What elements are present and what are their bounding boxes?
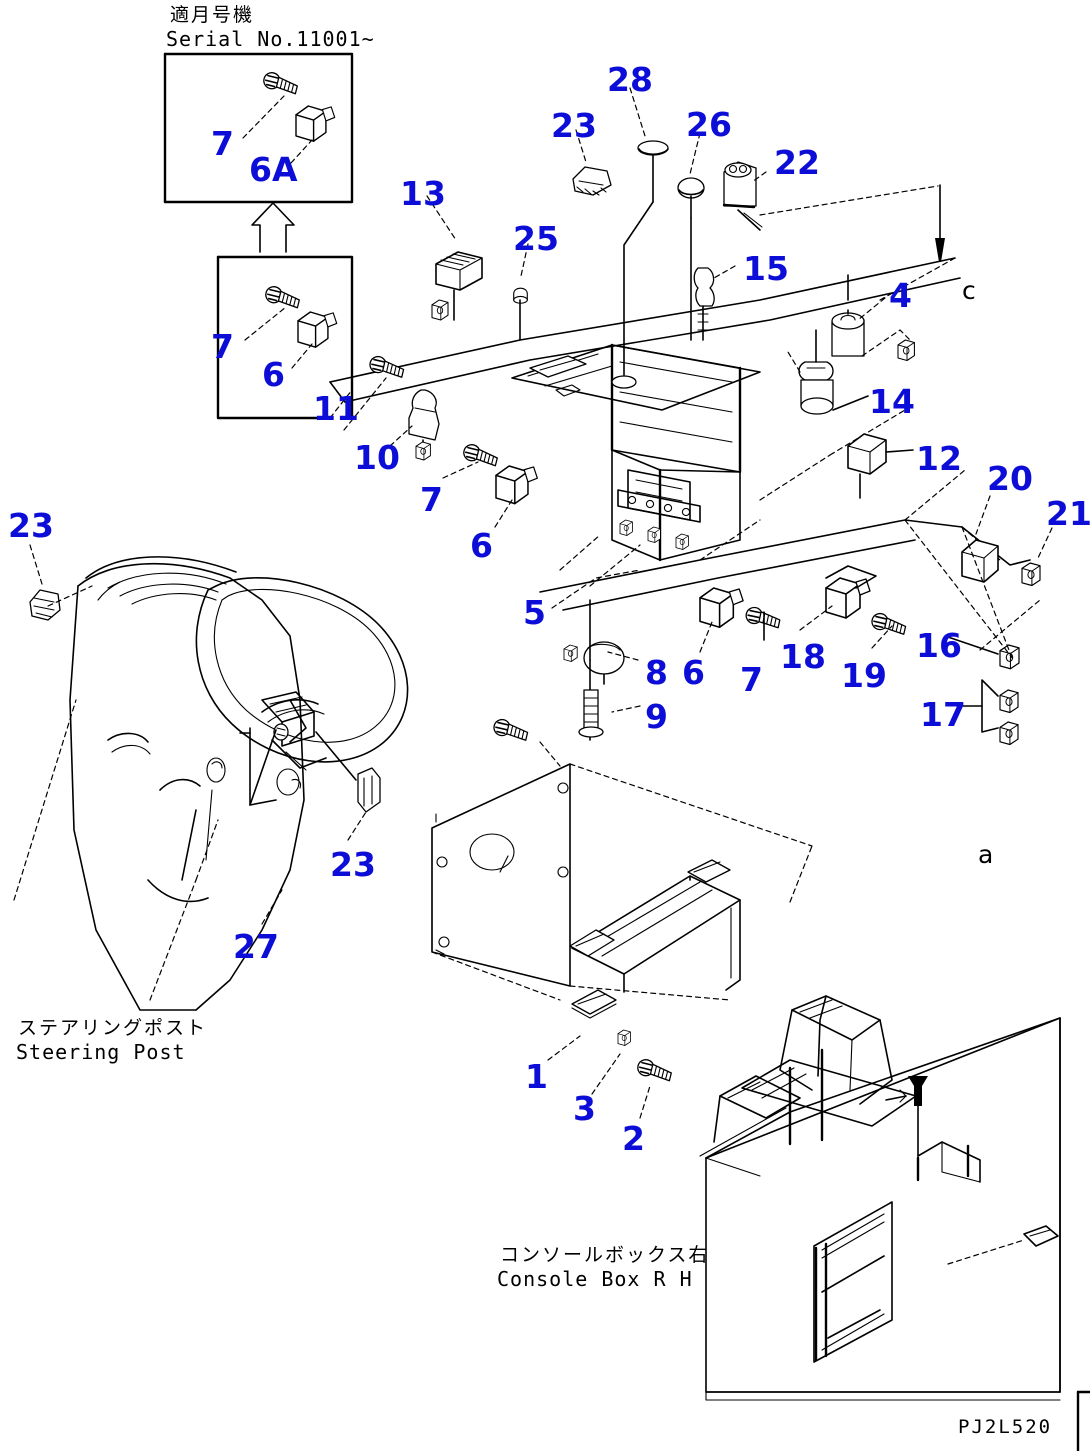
- caption-console-box-en: Console Box R H: [497, 1267, 693, 1291]
- callout-23: 23: [551, 106, 597, 145]
- callout-4: 4: [889, 276, 912, 315]
- drawing-number: PJ2L520: [958, 1416, 1053, 1438]
- callout-26: 26: [686, 105, 732, 144]
- callout-22: 22: [774, 143, 820, 182]
- callout-18: 18: [780, 637, 826, 676]
- callout-23: 23: [8, 506, 54, 545]
- callout-7: 7: [740, 660, 763, 699]
- callout-11: 11: [313, 389, 359, 428]
- callout-1: 1: [525, 1057, 548, 1096]
- caption-console-box-jp: コンソールボックス右: [500, 1244, 710, 1266]
- section-mark-a: a: [978, 840, 994, 869]
- callout-2: 2: [622, 1119, 645, 1158]
- callout-13: 13: [400, 174, 446, 213]
- caption-steering-post-en: Steering Post: [16, 1040, 186, 1064]
- callout-6A: 6A: [249, 150, 298, 189]
- serial-note-english: Serial No.11001~: [166, 27, 375, 51]
- serial-note-japanese: 適月号機: [170, 4, 255, 26]
- callout-19: 19: [841, 656, 887, 695]
- callout-9: 9: [645, 697, 668, 736]
- caption-steering-post-jp: ステアリングポスト: [18, 1017, 208, 1039]
- callout-17: 17: [920, 695, 966, 734]
- callout-3: 3: [573, 1089, 596, 1128]
- callout-16: 16: [916, 626, 962, 665]
- callout-28: 28: [607, 60, 653, 99]
- callout-25: 25: [513, 219, 559, 258]
- callout-6: 6: [682, 653, 705, 692]
- callout-6: 6: [470, 526, 493, 565]
- callout-12: 12: [916, 439, 962, 478]
- callout-7: 7: [211, 327, 234, 366]
- section-mark-c: c: [962, 276, 976, 305]
- callout-10: 10: [354, 438, 400, 477]
- callout-27: 27: [233, 927, 279, 966]
- callout-20: 20: [987, 459, 1033, 498]
- callout-8: 8: [645, 653, 668, 692]
- callout-5: 5: [523, 593, 546, 632]
- callout-15: 15: [743, 249, 789, 288]
- callout-23: 23: [330, 845, 376, 884]
- callout-7: 7: [211, 124, 234, 163]
- callout-14: 14: [869, 382, 915, 421]
- callout-7: 7: [420, 480, 443, 519]
- callout-6: 6: [262, 355, 285, 394]
- callout-21: 21: [1046, 494, 1090, 533]
